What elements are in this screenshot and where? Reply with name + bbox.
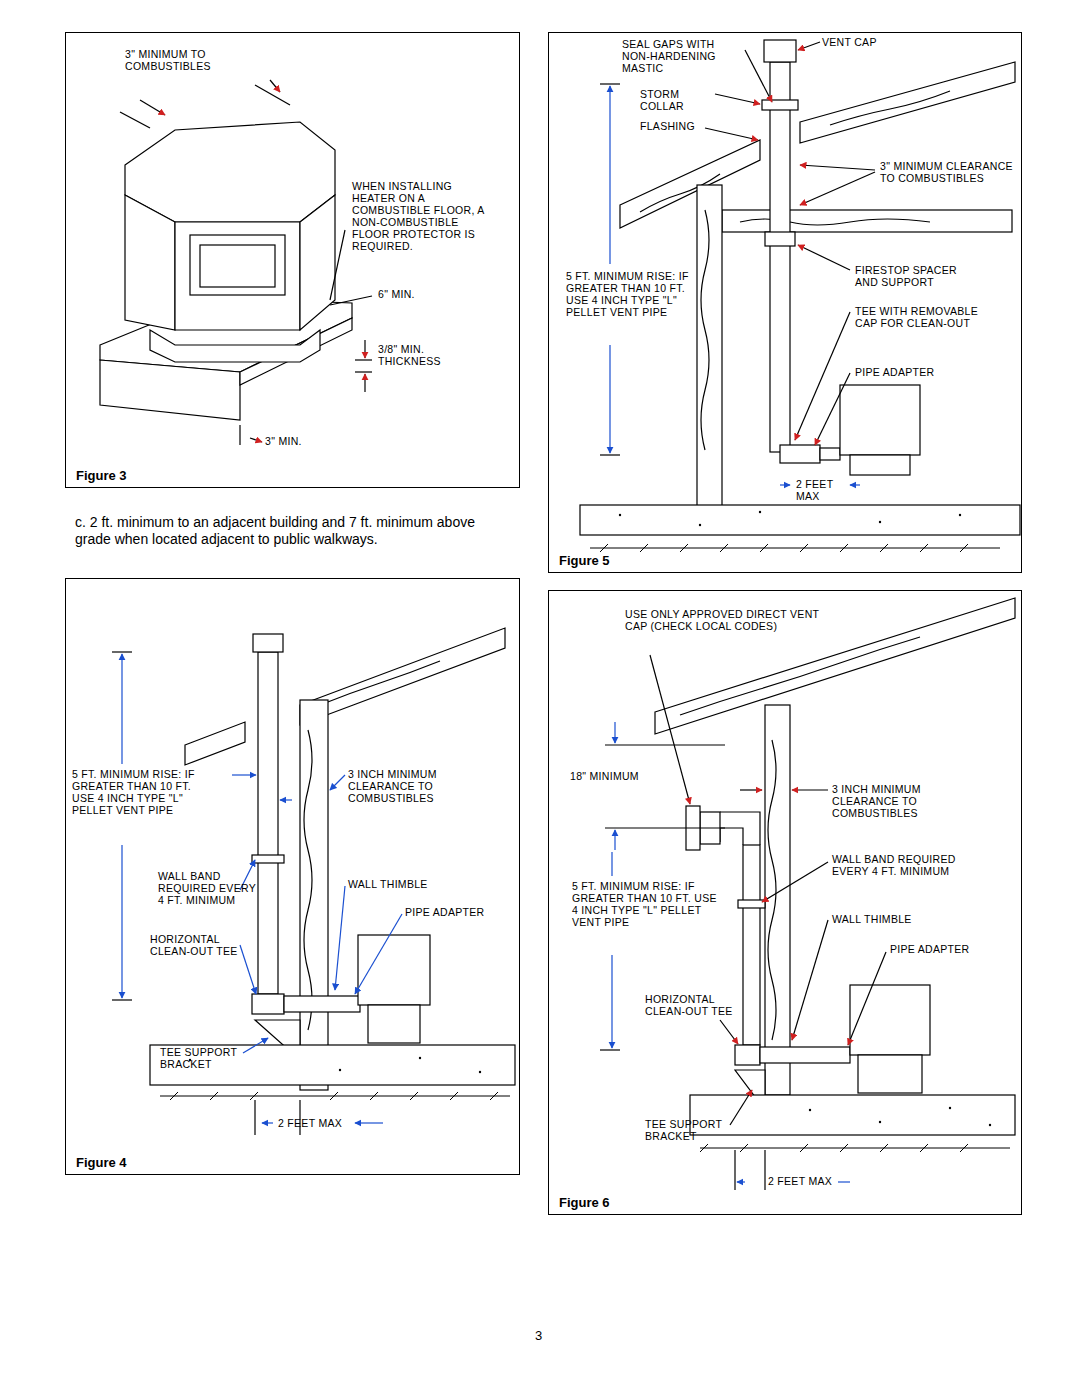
callout-label: WALL THIMBLE (348, 878, 448, 890)
page-number: 3 (535, 1330, 555, 1342)
callout-label: 2 FEET MAX (278, 1117, 358, 1129)
callout-label: HORIZONTAL CLEAN-OUT TEE (150, 933, 242, 957)
callout-label: PIPE ADAPTER (855, 366, 955, 378)
callout-label: 3 INCH MINIMUM CLEARANCE TO COMBUSTIBLES (832, 783, 967, 819)
callout-label: 3/8" MIN. THICKNESS (378, 343, 463, 367)
callout-label: PIPE ADAPTER (890, 943, 990, 955)
callout-label: FLASHING (640, 120, 710, 132)
callout-label: WALL THIMBLE (832, 913, 942, 925)
callout-label: WALL BAND REQUIRED EVERY 4 FT. MINIMUM (158, 870, 256, 906)
callout-label: 6" MIN. (378, 288, 438, 300)
figure-frame: Figure 3 (65, 32, 520, 488)
callout-label: TEE WITH REMOVABLE CAP FOR CLEAN-OUT (855, 305, 980, 329)
callout-label: 3 INCH MINIMUM CLEARANCE TO COMBUSTIBLES (348, 768, 488, 804)
callout-label: PIPE ADAPTER (405, 906, 505, 918)
callout-label: WHEN INSTALLING HEATER ON A COMBUSTIBLE … (352, 180, 492, 252)
callout-label: 3" MINIMUM CLEARANCE TO COMBUSTIBLES (880, 160, 1015, 184)
callout-label: SEAL GAPS WITH NON-HARDENING MASTIC (622, 38, 740, 74)
callout-label: 5 FT. MINIMUM RISE: IF GREATER THAN 10 F… (566, 270, 690, 318)
figure-caption: Figure 5 (559, 553, 610, 568)
callout-label: HORIZONTAL CLEAN-OUT TEE (645, 993, 733, 1017)
callout-label: STORM COLLAR (640, 88, 715, 112)
callout-label: 2 FEET MAX (768, 1175, 838, 1187)
callout-label: 2 FEET MAX (796, 478, 846, 502)
callout-label: 3" MINIMUM TO COMBUSTIBLES (125, 48, 250, 72)
figure-caption: Figure 4 (76, 1155, 127, 1170)
callout-label: 5 FT. MINIMUM RISE: IF GREATER THAN 10 F… (72, 768, 212, 816)
callout-label: FIRESTOP SPACER AND SUPPORT (855, 264, 980, 288)
note-text: c. 2 ft. minimum to an adjacent building… (75, 514, 505, 548)
callout-label: TEE SUPPORT BRACKET (645, 1118, 730, 1142)
figure-caption: Figure 3 (76, 468, 127, 483)
callout-label: 18" MINIMUM (570, 770, 665, 782)
figure-caption: Figure 6 (559, 1195, 610, 1210)
callout-label: VENT CAP (822, 36, 902, 48)
callout-label: TEE SUPPORT BRACKET (160, 1046, 242, 1070)
callout-label: 5 FT. MINIMUM RISE: IF GREATER THAN 10 F… (572, 880, 717, 928)
figure-frame: Figure 4 (65, 578, 520, 1175)
callout-label: 3" MIN. (265, 435, 325, 447)
callout-label: USE ONLY APPROVED DIRECT VENT CAP (CHECK… (625, 608, 820, 632)
callout-label: WALL BAND REQUIRED EVERY 4 FT. MINIMUM (832, 853, 967, 877)
